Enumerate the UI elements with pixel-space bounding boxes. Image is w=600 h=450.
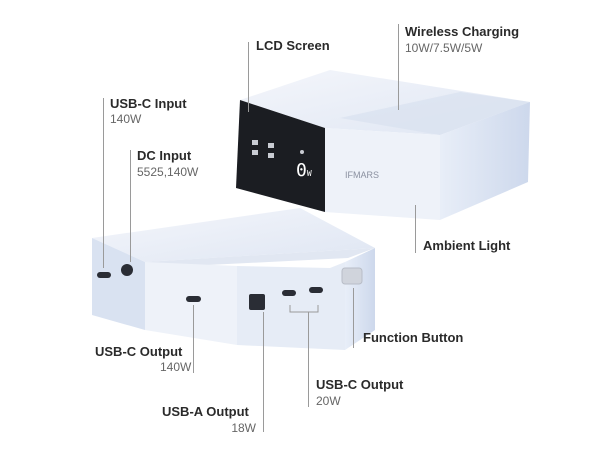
lcd-power-readout: 0W [296,160,312,181]
usbc-input-spec: 140W [110,112,142,126]
bottom-device [92,208,375,350]
usbc-output-20-label: USB-C Output [316,377,404,392]
ambient-light-label: Ambient Light [423,238,511,253]
usbc-output-140-port [186,296,201,302]
top-device: IFMARS [236,70,530,220]
usbc-output-140-spec: 140W [160,360,192,374]
dc-input-spec: 5525,140W [137,165,199,179]
lcd-screen-label: LCD Screen [256,38,330,53]
function-button [341,267,363,285]
usbc-input-port [97,272,111,278]
usbc-output-20-port-1 [282,290,296,296]
usba-output-label: USB-A Output [162,404,249,419]
dc-input-port [121,264,133,276]
brand-logo: IFMARS [345,170,379,180]
wireless-charging-label: Wireless Charging [405,24,520,39]
usbc-output-20-spec: 20W [316,394,341,408]
usbc-output-20-port-2 [309,287,323,293]
wireless-charging-spec: 10W/7.5W/5W [405,41,483,55]
usbc-output-140-label: USB-C Output [95,344,183,359]
usbc-input-label: USB-C Input [110,96,187,111]
lcd-screen [236,100,325,212]
dc-input-label: DC Input [137,148,192,163]
function-button-label: Function Button [363,330,464,345]
usba-output-spec: 18W [231,421,256,435]
usba-output-port [249,294,265,310]
